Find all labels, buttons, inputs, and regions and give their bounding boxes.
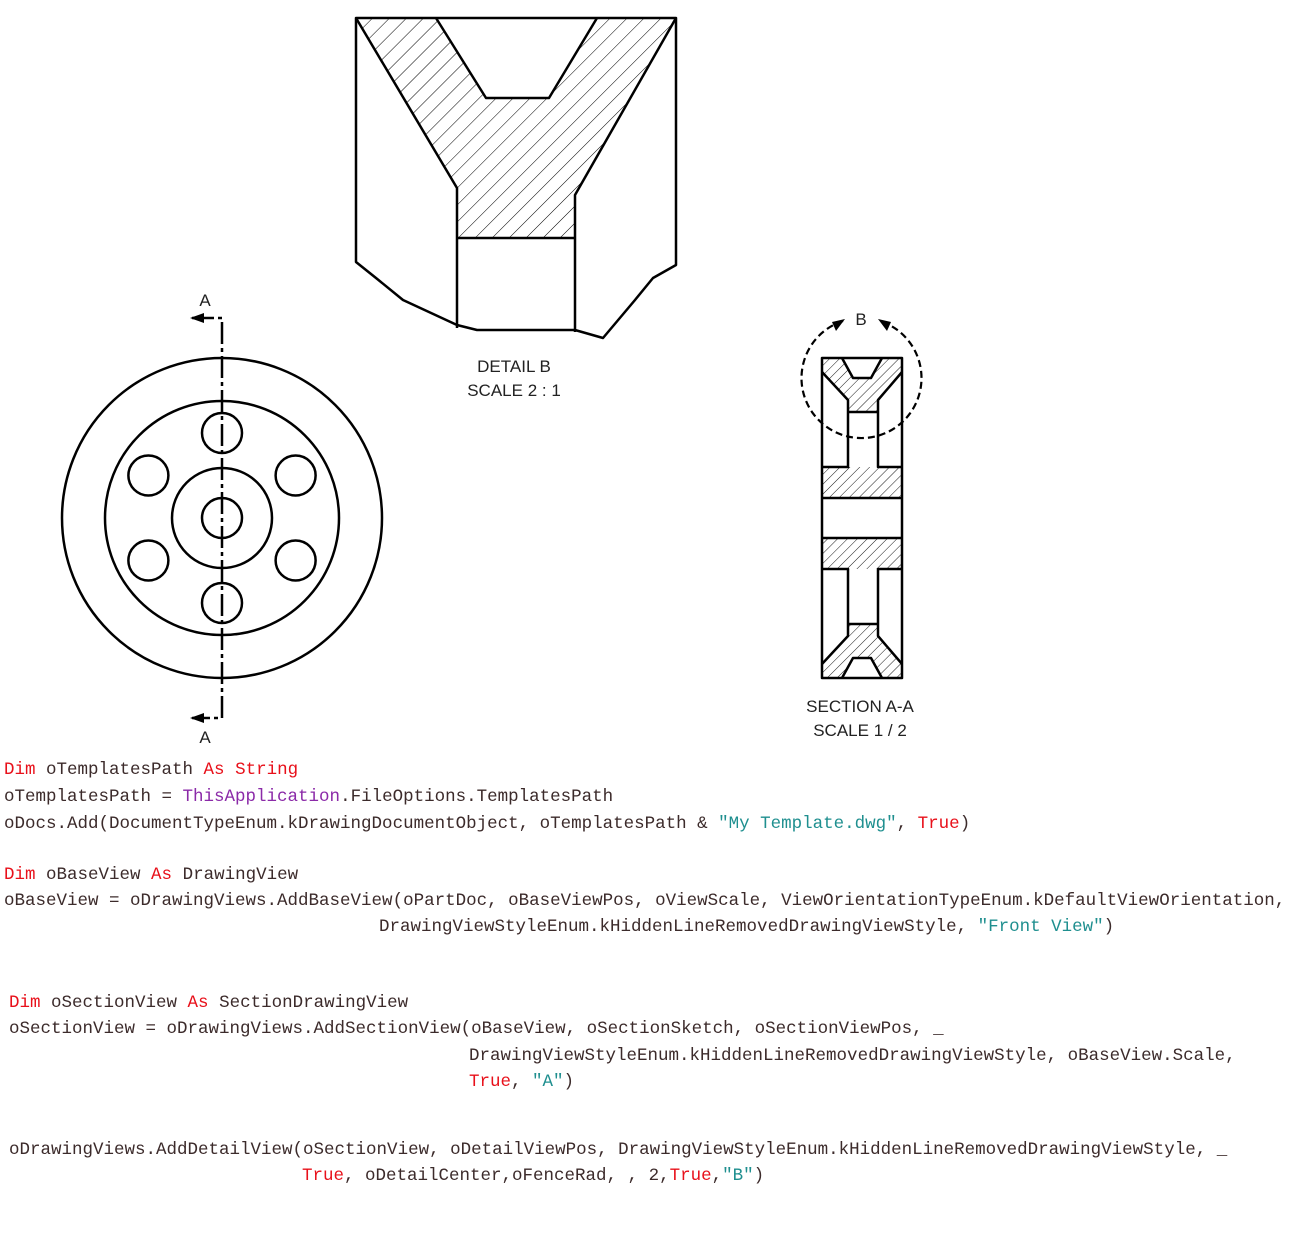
section-arrow-bottom: [190, 713, 204, 723]
code-token: True: [469, 1072, 512, 1092]
code-line: Dim oTemplatesPath As String: [4, 759, 298, 781]
code-token: "Front View": [977, 917, 1104, 937]
section-upper-left-slot: [821, 371, 850, 469]
code-line: DrawingViewStyleEnum.kHiddenLineRemovedD…: [379, 916, 1114, 938]
code-token: "My Template.dwg": [718, 814, 897, 834]
code-token: Dim: [9, 993, 41, 1013]
front-view: [60, 313, 384, 723]
code-line: Dim oBaseView As DrawingView: [4, 864, 298, 886]
code-token: ,: [896, 814, 918, 834]
code-line: Dim oSectionView As SectionDrawingView: [9, 992, 408, 1014]
code-token: ): [563, 1072, 575, 1092]
code-line: True, "A"): [469, 1071, 574, 1093]
detail-view-b: [354, 16, 678, 340]
code-line: oBaseView = oDrawingViews.AddBaseView(oP…: [4, 890, 1285, 912]
detail-v-groove: [434, 17, 599, 100]
section-upper-right-slot: [876, 371, 903, 469]
code-line: oTemplatesPath = ThisApplication.FileOpt…: [4, 786, 613, 808]
detail-inner-left: [354, 17, 459, 328]
section-arrow-top: [190, 313, 204, 323]
code-token: String: [235, 760, 299, 780]
section-web-hatch-lower: [822, 538, 902, 569]
section-view-a-a: [800, 319, 923, 680]
bolt-hole: [274, 539, 317, 582]
technical-drawing: DETAIL B SCALE 2 : 1 A A B SECTION A-A: [60, 16, 923, 747]
code-line: True, oDetailCenter,oFenceRad, , 2,True,…: [302, 1165, 764, 1187]
code-token: oTemplatesPath =: [4, 787, 183, 807]
code-token: oDocs.Add(DocumentTypeEnum.kDrawingDocum…: [4, 814, 719, 834]
section-top-groove: [840, 357, 884, 380]
section-line-a-a: [192, 316, 224, 720]
bolt-hole: [127, 454, 170, 497]
section-outline: [820, 356, 904, 680]
code-token: As: [203, 760, 225, 780]
bolt-holes: [127, 411, 317, 625]
code-token: ): [959, 814, 971, 834]
detail-label-b: B: [855, 310, 866, 329]
code-token: As: [187, 993, 209, 1013]
code-token: As: [151, 865, 173, 885]
code-token: DrawingViewStyleEnum.kHiddenLineRemovedD…: [469, 1046, 1236, 1066]
code-line: oDrawingViews.AddDetailView(oSectionView…: [9, 1139, 1227, 1161]
code-token: True: [669, 1166, 712, 1186]
code-token: oBaseView: [35, 865, 152, 885]
section-title: SECTION A-A: [806, 697, 914, 716]
bolt-hole: [274, 454, 317, 497]
section-hatch-top: [822, 358, 902, 412]
code-token: SectionDrawingView: [208, 993, 409, 1013]
code-token: DrawingViewStyleEnum.kHiddenLineRemovedD…: [379, 917, 978, 937]
code-token: oTemplatesPath: [35, 760, 204, 780]
code-token: oSectionView = oDrawingViews.AddSectionV…: [9, 1019, 944, 1039]
code-token: oSectionView: [40, 993, 188, 1013]
code-token: ,: [511, 1072, 533, 1092]
section-label-top: A: [199, 291, 211, 310]
detail-arrow-left: [832, 319, 845, 331]
code-token: True: [302, 1166, 345, 1186]
section-label-bottom: A: [199, 728, 211, 747]
code-line: DrawingViewStyleEnum.kHiddenLineRemovedD…: [469, 1045, 1236, 1067]
bolt-hole: [127, 539, 170, 582]
detail-inner-right: [573, 17, 678, 332]
code-line: oDocs.Add(DocumentTypeEnum.kDrawingDocum…: [4, 813, 970, 835]
section-bottom-groove: [840, 656, 884, 679]
code-token: DrawingView: [172, 865, 299, 885]
section-hatch-bottom: [822, 624, 902, 678]
code-token: oDrawingViews.AddDetailView(oSectionView…: [9, 1140, 1228, 1160]
section-lower-left-slot: [821, 567, 850, 665]
code-token: , oDetailCenter,oFenceRad, , 2,: [344, 1166, 670, 1186]
section-scale: SCALE 1 / 2: [813, 721, 907, 740]
detail-scale: SCALE 2 : 1: [467, 381, 561, 400]
code-token: ,: [711, 1166, 723, 1186]
detail-arrow-right: [878, 319, 891, 331]
code-token: .FileOptions.TemplatesPath: [340, 787, 614, 807]
detail-boundary-circle: [800, 319, 923, 440]
code-token: ): [1103, 917, 1115, 937]
code-token: "A": [532, 1072, 564, 1092]
detail-hatch-region: [356, 18, 676, 238]
code-token: [225, 760, 236, 780]
section-web-hatch-upper: [822, 467, 902, 498]
code-token: oBaseView = oDrawingViews.AddBaseView(oP…: [4, 891, 1286, 911]
code-line: oSectionView = oDrawingViews.AddSectionV…: [9, 1018, 944, 1040]
detail-title: DETAIL B: [477, 357, 551, 376]
section-lower-right-slot: [876, 567, 903, 665]
code-token: Dim: [4, 760, 36, 780]
code-token: "B": [722, 1166, 754, 1186]
code-token: ThisApplication: [182, 787, 341, 807]
code-token: True: [917, 814, 960, 834]
code-token: Dim: [4, 865, 36, 885]
code-token: ): [753, 1166, 765, 1186]
